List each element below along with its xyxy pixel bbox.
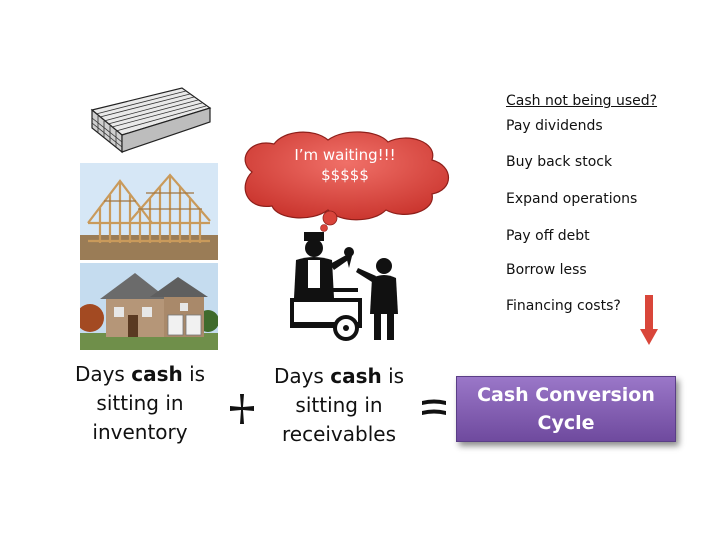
cash-conversion-cycle-box: Cash Conversion Cycle bbox=[456, 376, 676, 442]
thought-bubble bbox=[244, 131, 449, 221]
term-inventory-suffix: is sitting in inventory bbox=[92, 362, 206, 444]
list-item-borrow-less: Borrow less bbox=[506, 262, 587, 278]
finished-house-image bbox=[80, 263, 218, 350]
thought-bubble-tail-dots bbox=[320, 210, 338, 232]
bubble-line-1: I’m waiting!!! bbox=[294, 146, 396, 164]
house-frame-image bbox=[80, 163, 218, 260]
term-receivables: Days cash is sitting in receivables bbox=[270, 362, 408, 449]
list-title: Cash not being used? bbox=[506, 93, 658, 109]
bubble-line-2: $$$$$ bbox=[321, 166, 369, 184]
list-item-financing-costs: Financing costs? bbox=[506, 298, 621, 314]
term-receivables-prefix: Days bbox=[273, 364, 331, 388]
list-item-dividends: Pay dividends bbox=[506, 118, 603, 134]
list-item-buyback: Buy back stock bbox=[506, 154, 613, 170]
lumber-stack-image bbox=[90, 87, 212, 154]
term-inventory-bold: cash bbox=[131, 362, 183, 386]
equals-sign-icon bbox=[422, 399, 446, 415]
term-receivables-bold: cash bbox=[330, 364, 382, 388]
list-item-pay-debt: Pay off debt bbox=[506, 228, 590, 244]
down-arrow-icon bbox=[640, 295, 658, 345]
plus-sign-icon bbox=[230, 394, 254, 424]
term-inventory-prefix: Days bbox=[74, 362, 132, 386]
term-receivables-suffix: is sitting in receivables bbox=[281, 364, 405, 446]
street-vendor-image bbox=[290, 232, 398, 341]
list-item-expand: Expand operations bbox=[506, 191, 638, 207]
cash-conversion-cycle-label: Cash Conversion Cycle bbox=[477, 384, 655, 434]
term-inventory: Days cash is sitting in inventory bbox=[70, 360, 210, 447]
